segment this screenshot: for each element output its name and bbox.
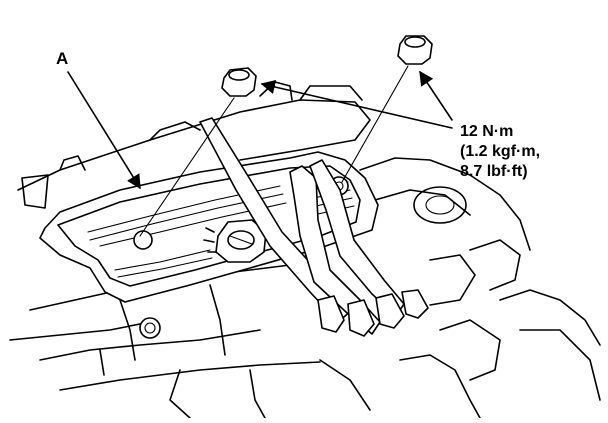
cap-nut-right	[397, 35, 433, 65]
callout-a-arrow	[67, 71, 141, 190]
nut-leader-lines	[139, 65, 409, 237]
torque-arrow-center	[260, 79, 453, 129]
torque-line-2: (1.2 kgf·m,	[460, 143, 540, 160]
engine-background	[9, 81, 601, 419]
oil-filler-cap	[203, 219, 267, 263]
cap-nut-center	[221, 67, 257, 97]
torque-line-1: 12 N·m	[460, 123, 513, 140]
torque-line-3: 8.7 lbf·ft)	[460, 163, 528, 180]
label-a: A	[56, 49, 68, 68]
torque-arrow-right	[419, 70, 453, 121]
callout-a: A	[56, 49, 141, 190]
torque-callout: 12 N·m (1.2 kgf·m, 8.7 lbf·ft)	[260, 70, 540, 180]
hoses	[199, 117, 429, 337]
